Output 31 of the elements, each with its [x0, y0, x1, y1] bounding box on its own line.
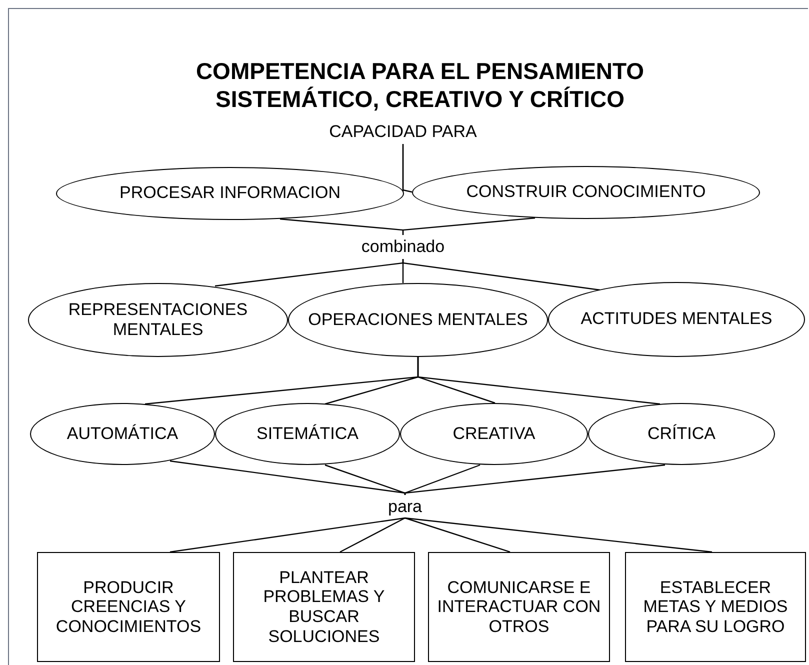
node-label: ACTITUDES MENTALES [580, 309, 772, 330]
node-label: ESTABLECER METAS Y MEDIOS PARA SU LOGRO [642, 578, 789, 636]
node-label: CREATIVA [452, 424, 536, 444]
node-text: combinado [353, 235, 453, 259]
node-label: AUTOMÁTICA [66, 424, 178, 444]
node-label: SITEMÁTICA [256, 424, 358, 444]
connector-line [340, 517, 406, 553]
connector-line [404, 464, 666, 496]
connector-line [324, 464, 406, 495]
node-text: para [375, 495, 435, 518]
connector-line [404, 517, 712, 553]
node-label: COMUNICARSE E INTERACTUAR CON OTROS [436, 578, 602, 636]
node-label: CRÍTICA [648, 424, 716, 444]
node-label: OPERACIONES MENTALES [308, 310, 528, 330]
process-box [625, 552, 806, 662]
process-box [428, 552, 610, 662]
connector-line [402, 144, 412, 193]
node-label: PRODUCIR CREENCIAS Y CONOCIMIENTOS [54, 578, 202, 636]
connector-line [404, 517, 510, 553]
node-label: PROCESAR INFORMACION [119, 183, 341, 204]
node-label: CONSTRUIR CONOCIMIENTO [466, 182, 706, 203]
connector-line [402, 259, 600, 291]
connector-line [404, 464, 480, 495]
connector-line [170, 460, 406, 496]
node-text: CAPACIDAD PARA [323, 120, 483, 144]
node-label: PLANTEAR PROBLEMAS Y BUSCAR SOLUCIONES [262, 568, 386, 646]
node-label: REPRESENTACIONES MENTALES [67, 300, 249, 340]
diagram-title: COMPETENCIA PARA EL PENSAMIENTO SISTEMÁTICO, CREATIVO Y CRÍTICO [195, 58, 645, 114]
connector-line [170, 517, 406, 553]
process-box [37, 552, 220, 662]
process-box [233, 552, 415, 662]
